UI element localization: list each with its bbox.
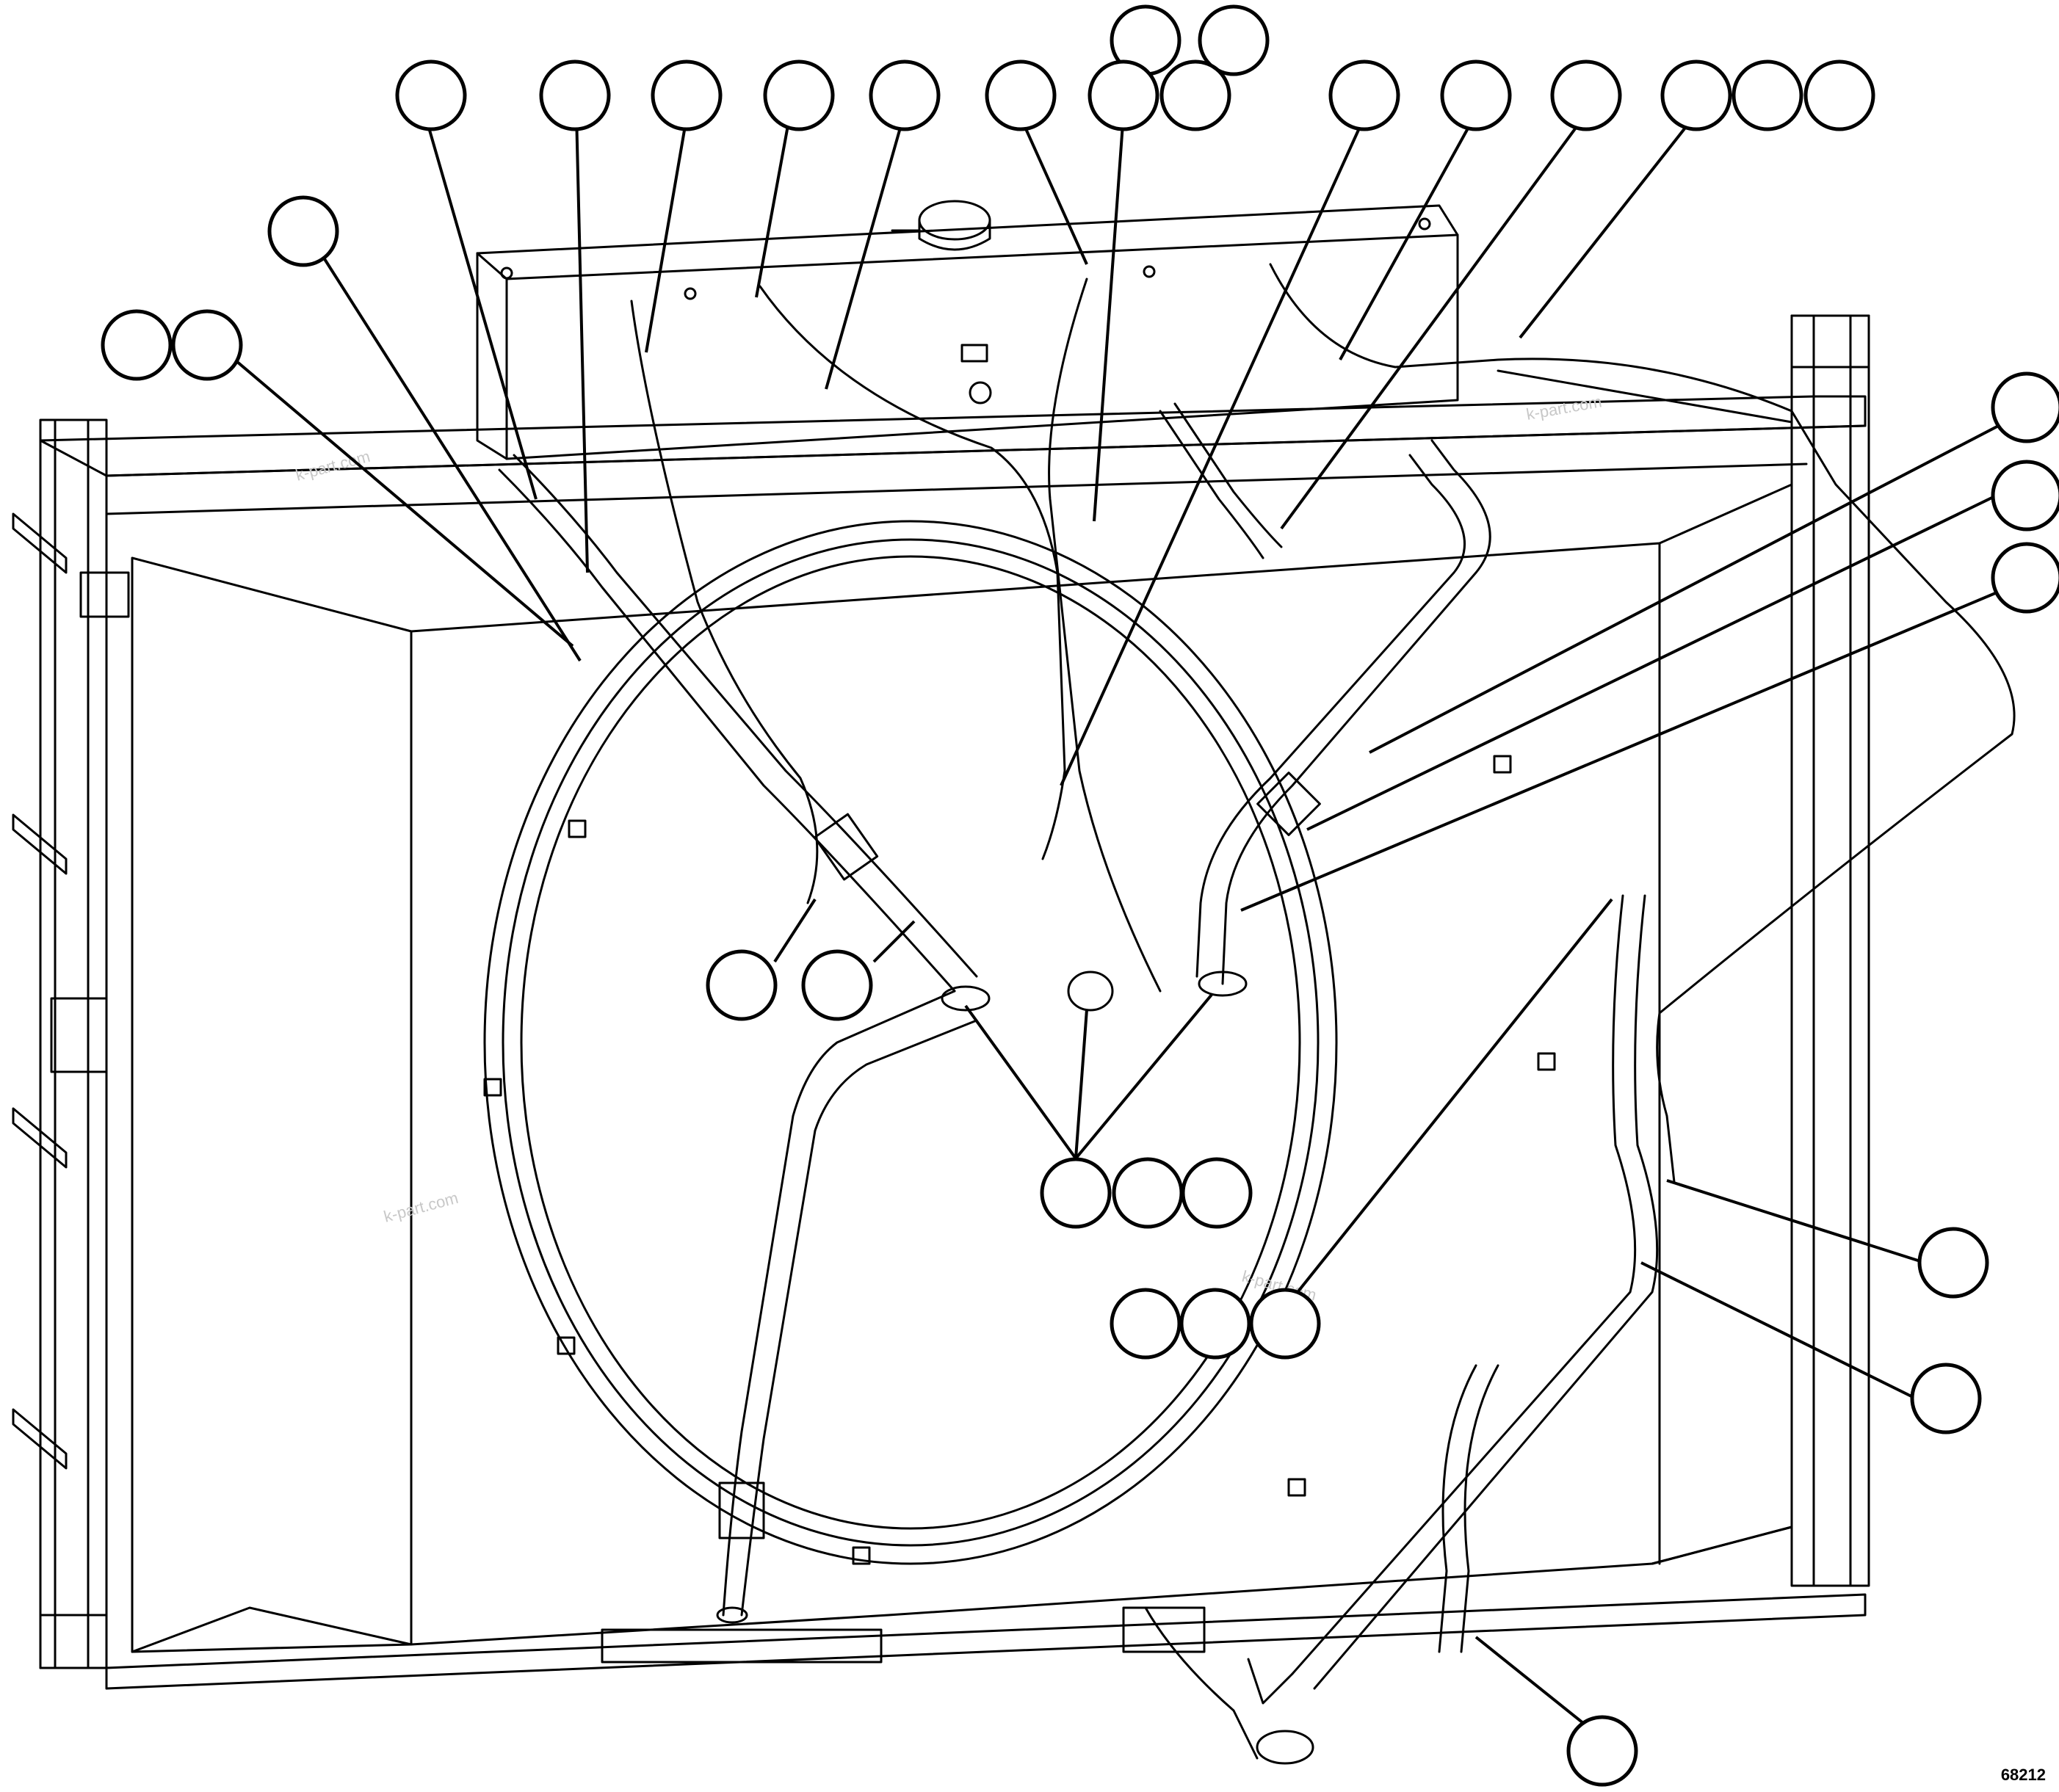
- callout-8: [985, 59, 1057, 131]
- callout-2: [1198, 4, 1270, 76]
- callout-25: [1040, 1157, 1112, 1229]
- callout-32: [1910, 1363, 1982, 1434]
- callout-3: [395, 59, 467, 131]
- callout-9: [1088, 59, 1159, 131]
- watermarks: k-part.com k-part.com k-part.com k-part.…: [294, 392, 1603, 1304]
- watermark-2: k-part.com: [1525, 392, 1604, 424]
- callout-29: [1179, 1288, 1251, 1360]
- callout-33: [1566, 1715, 1638, 1787]
- callout-leaders: [235, 112, 2027, 1740]
- callout-22: [1991, 542, 2059, 614]
- callout-26: [1112, 1157, 1184, 1229]
- coolant-hoses: [498, 402, 1659, 1765]
- callouts: [101, 4, 2059, 1787]
- callout-11: [1328, 59, 1400, 131]
- callout-28: [1110, 1288, 1182, 1360]
- figure-number: 68212: [2000, 1766, 2046, 1784]
- fan-shroud-ring: [483, 520, 1556, 1565]
- vent-lines: [630, 263, 2016, 1183]
- callout-20: [1991, 371, 2059, 443]
- callout-18: [101, 309, 173, 381]
- callout-27: [1181, 1157, 1253, 1229]
- callout-13: [1550, 59, 1622, 131]
- callout-16: [1803, 59, 1875, 131]
- watermark-3: k-part.com: [382, 1189, 460, 1226]
- radiator-frame: [12, 314, 1870, 1690]
- callout-14: [1660, 59, 1732, 131]
- callout-4: [539, 59, 611, 131]
- callout-24: [801, 949, 873, 1021]
- callout-21: [1991, 460, 2059, 532]
- callout-7: [869, 59, 941, 131]
- callout-15: [1731, 59, 1803, 131]
- callout-23: [706, 949, 778, 1021]
- expansion-tank: [476, 200, 1459, 460]
- callout-5: [651, 59, 723, 131]
- callout-31: [1917, 1227, 1989, 1299]
- callout-12: [1440, 59, 1512, 131]
- callout-30: [1249, 1288, 1321, 1360]
- callout-19: [171, 309, 243, 381]
- callout-10: [1159, 59, 1231, 131]
- callout-6: [763, 59, 835, 131]
- callout-17: [267, 195, 339, 267]
